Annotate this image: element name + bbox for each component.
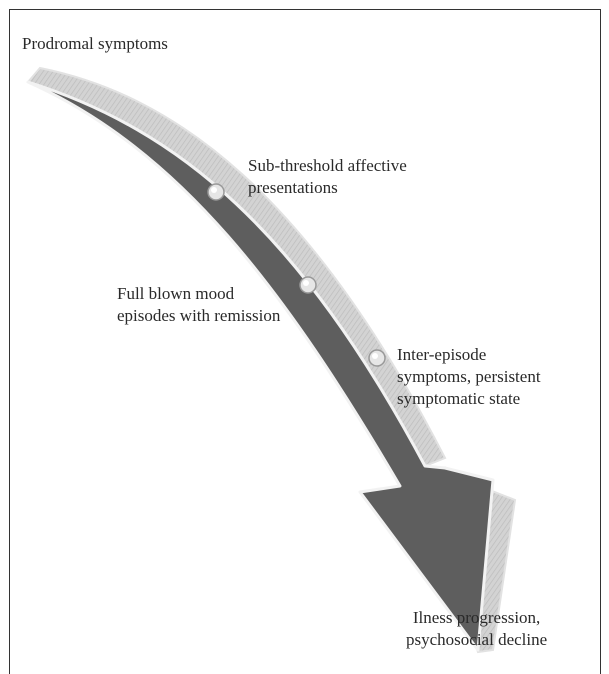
frame-border-right [600, 9, 601, 674]
stage-marker-full-blown [299, 276, 317, 294]
label-prodromal-symptoms: Prodromal symptoms [22, 34, 168, 53]
frame-border-left [9, 9, 10, 674]
stage-marker-subthreshold [207, 183, 225, 201]
label-full-blown-episodes: Full blown mood episodes with remission [117, 284, 281, 325]
arrow-face [26, 80, 495, 652]
label-inter-episode-symptoms: Inter-episode symptoms, persistent sympt… [397, 345, 541, 408]
frame-border-top [9, 9, 601, 10]
label-illness-progression: Ilness progression, psychosocial decline [406, 608, 548, 649]
stage-marker-inter-episode [368, 349, 386, 367]
label-subthreshold-presentations: Sub-threshold affective presentations [248, 156, 407, 197]
